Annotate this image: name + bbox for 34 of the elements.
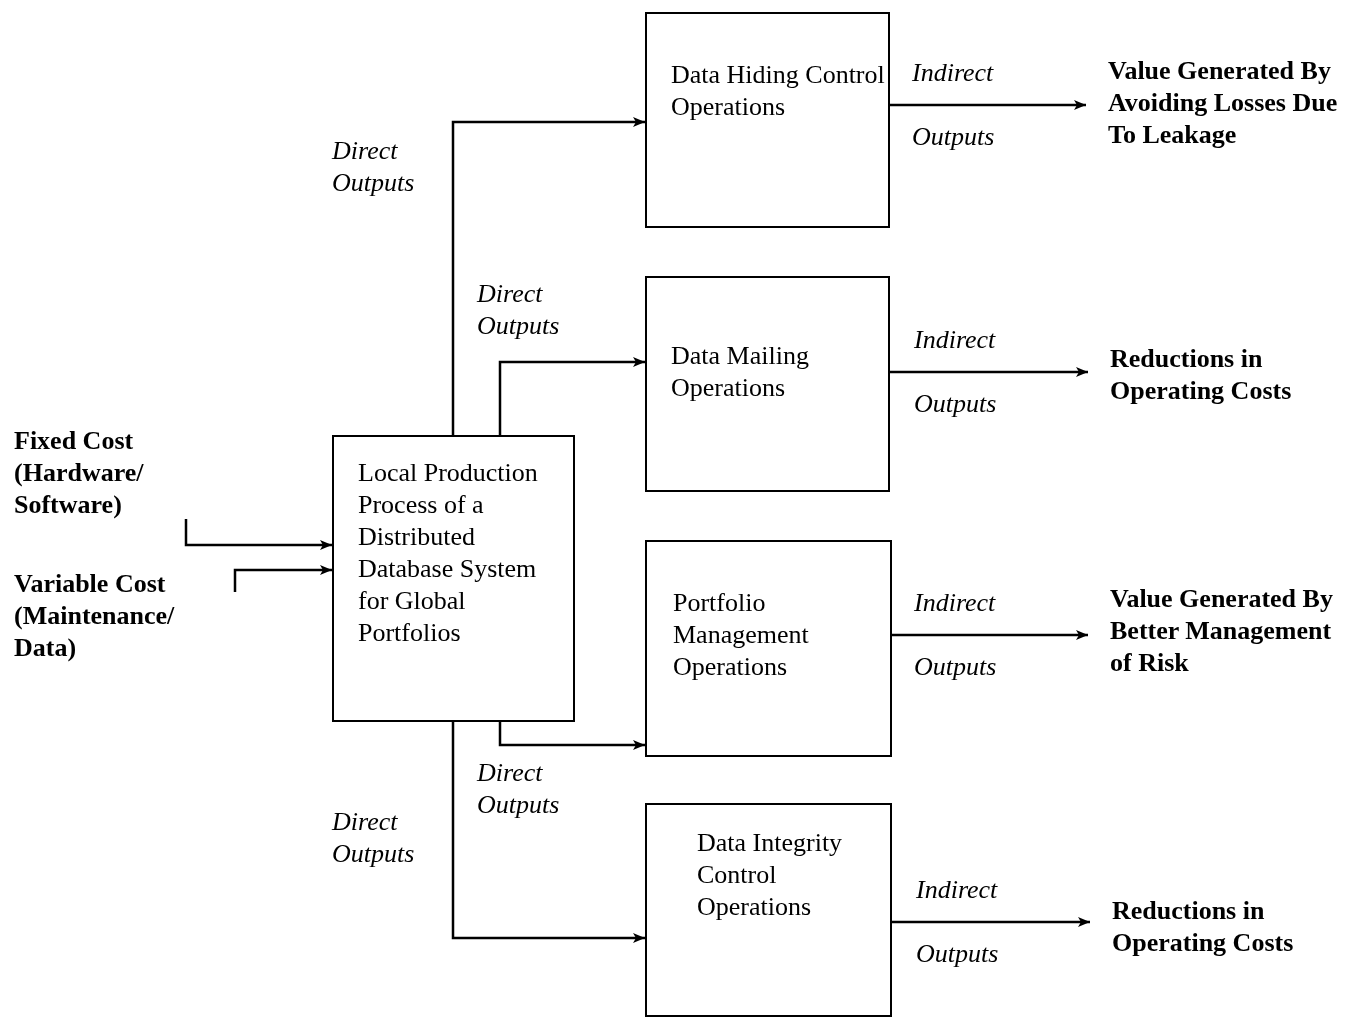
arrow [892,917,1090,927]
edge-label: Direct Outputs [477,757,561,821]
outcome-label: Value Generated By Avoiding Losses Due To Leakage [1108,55,1353,185]
edge-label: Direct Outputs [477,278,561,342]
process-box [645,276,890,492]
arrow [498,722,645,750]
edge-label: Indirect Outputs [912,57,996,153]
edge-label: Direct Outputs [332,806,416,870]
box-text: Portfolio Management Operations [673,587,810,683]
box-text: Local Production Process of a Distributed Database System for Global Portfolios [358,457,539,649]
process-box [332,435,575,722]
outcome-label: Value Generated By Better Management of Risk [1110,583,1355,713]
arrow [890,367,1088,377]
box-text: Data Mailing Operations [671,340,810,404]
cost-label: Fixed Cost (Hardware/ Software) [14,425,186,521]
outcome-label: Reductions in Operating Costs [1112,895,1357,961]
process-box [645,540,892,757]
arrow [233,565,332,592]
box-text: Data Integrity Control Operations [697,827,844,923]
outcome-label: Reductions in Operating Costs [1110,343,1355,409]
arrow [451,117,645,435]
box-text: Data Hiding Control Operations [671,59,886,123]
arrow [184,519,332,550]
arrow [451,722,645,943]
arrow [498,357,645,435]
process-box [645,803,892,1017]
edge-label: Indirect Outputs [916,874,1000,970]
edge-label: Direct Outputs [332,135,416,199]
arrow [890,100,1086,110]
arrow [892,630,1088,640]
cost-label: Variable Cost (Maintenance/ Data) [14,568,236,666]
edge-label: Indirect Outputs [914,324,998,420]
edge-label: Indirect Outputs [914,587,998,683]
process-box [645,12,890,228]
